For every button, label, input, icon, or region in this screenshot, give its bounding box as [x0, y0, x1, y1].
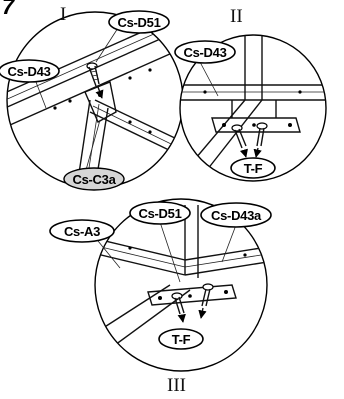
- svg-text:Cs-D51: Cs-D51: [118, 15, 161, 30]
- svg-text:T-F: T-F: [244, 161, 263, 176]
- label-t-f-panel-3: T-F: [158, 328, 204, 350]
- detail-panel-1: I Cs-D51 Cs-D43 Cs-C3a: [0, 4, 184, 191]
- label-cs-d51-top: Cs-D51: [108, 10, 170, 34]
- svg-text:Cs-C3a: Cs-C3a: [73, 172, 117, 187]
- detail-panel-3: III Cs-D51 Cs-D43a Cs-A3 T-F: [49, 198, 272, 396]
- svg-text:Cs-D51: Cs-D51: [139, 206, 182, 221]
- svg-text:Cs-D43a: Cs-D43a: [211, 208, 262, 223]
- step-number: 7: [2, 0, 16, 19]
- bolt-icon: [86, 62, 104, 99]
- panel-3-numeral: III: [167, 375, 186, 396]
- svg-text:Cs-D43: Cs-D43: [184, 45, 227, 60]
- svg-text:Cs-A3: Cs-A3: [64, 224, 100, 239]
- label-cs-d43-top: Cs-D43: [174, 40, 236, 64]
- panel-1-numeral: I: [60, 4, 66, 25]
- label-cs-d43-left: Cs-D43: [0, 59, 60, 83]
- label-cs-c3a: Cs-C3a: [63, 167, 125, 191]
- label-t-f-panel-2: T-F: [230, 157, 276, 179]
- svg-text:Cs-D43: Cs-D43: [8, 64, 51, 79]
- screw-icon: [253, 122, 268, 158]
- label-cs-a3: Cs-A3: [49, 219, 115, 243]
- panel-2-numeral: II: [230, 6, 243, 27]
- label-cs-d43a: Cs-D43a: [200, 202, 272, 228]
- screw-icon: [171, 292, 186, 323]
- screw-icon: [231, 124, 248, 158]
- label-cs-d51-panel-3: Cs-D51: [129, 201, 191, 225]
- screw-icon: [198, 283, 214, 319]
- svg-text:T-F: T-F: [172, 332, 191, 347]
- detail-panel-2: II Cs-D43 T-F: [174, 6, 327, 182]
